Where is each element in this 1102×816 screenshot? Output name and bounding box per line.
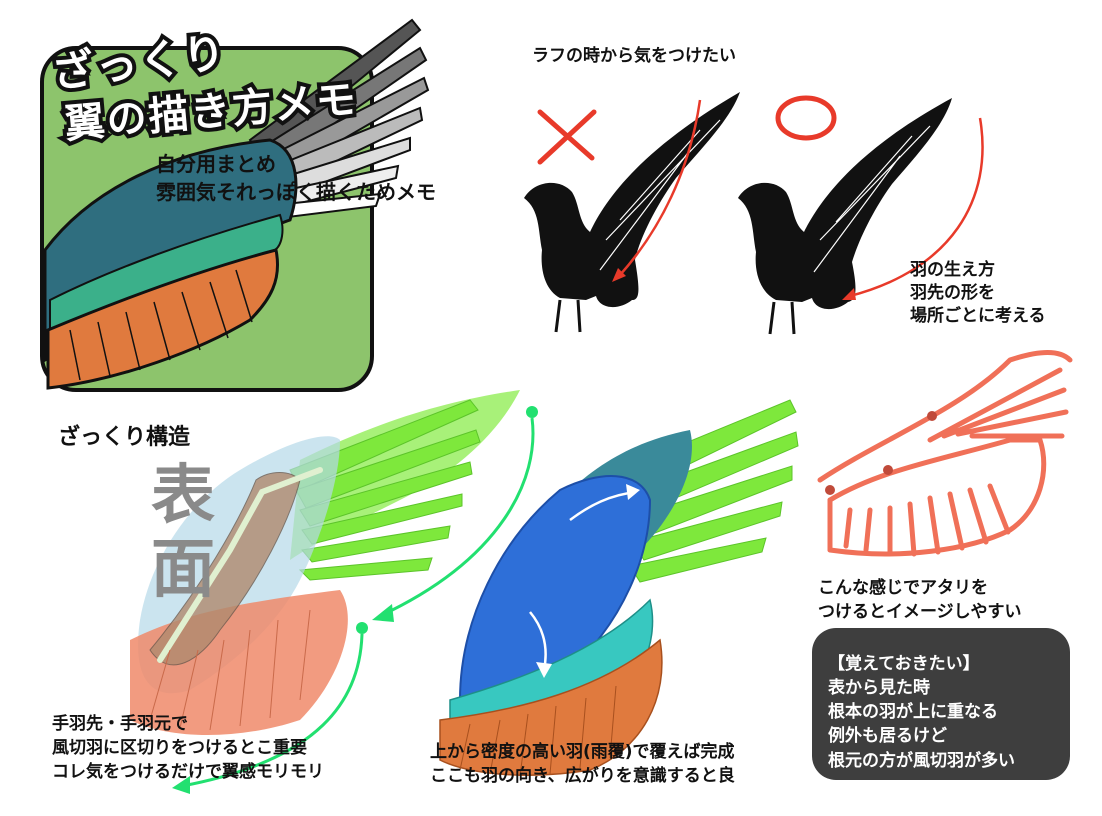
flight-feather-note-1: 手羽先・手羽元で [52,714,188,734]
feather-note-3: 場所ごとに考える [910,306,1046,326]
surface-label-char-2: 面 [151,532,215,607]
subtitle-line-1: 自分用まとめ [156,152,276,176]
guide-note-1: こんな感じでアタリを [818,578,988,598]
wing-covert-illustration [439,399,799,777]
bird-silhouette-bad [524,92,740,333]
memo-line-2: 表から見た時 [828,678,930,699]
structure-label: ざっくり構造 [58,425,191,450]
guide-note-2: つけるとイメージしやすい [818,602,1022,622]
wing-structure-illustration [130,390,538,794]
bad-mark [537,109,597,165]
flight-feather-note-2: 風切羽に区切りをつけるとこ重要 [52,738,307,758]
wing-guide-sketch [817,350,1073,557]
memo-line-3: 根本の羽が上に重なる [828,702,998,723]
bird-silhouette-good [738,98,984,335]
surface-label: 表 面 [148,459,218,607]
flight-feather-note-3: コレ気をつけるだけで翼感モリモリ [52,762,324,782]
rough-note: ラフの時から気をつけたい [532,46,736,66]
memo-line-1: 【覚えておきたい】 [828,654,980,674]
good-mark [775,95,837,141]
feather-note-2: 羽先の形を [910,283,995,303]
covert-note-2: ここも羽の向き、広がりを意識すると良 [430,766,735,786]
memo-box [812,628,1070,780]
memo-line-4: 例外も居るけど [828,726,947,747]
subtitle-line-2: 雰囲気それっぽく描くためメモ [156,180,436,204]
memo-line-5: 根元の方が風切羽が多い [828,750,1015,771]
memo-text: 【覚えておきたい】 表から見た時 根本の羽が上に重なる 例外も居るけど 根元の方… [828,652,1015,773]
covert-note-1: 上から密度の高い羽(雨覆)で覆えば完成 [430,742,735,762]
feather-note-1: 羽の生え方 [910,260,995,280]
surface-label-char-1: 表 [151,459,215,533]
title-wing-illustration [43,18,430,390]
